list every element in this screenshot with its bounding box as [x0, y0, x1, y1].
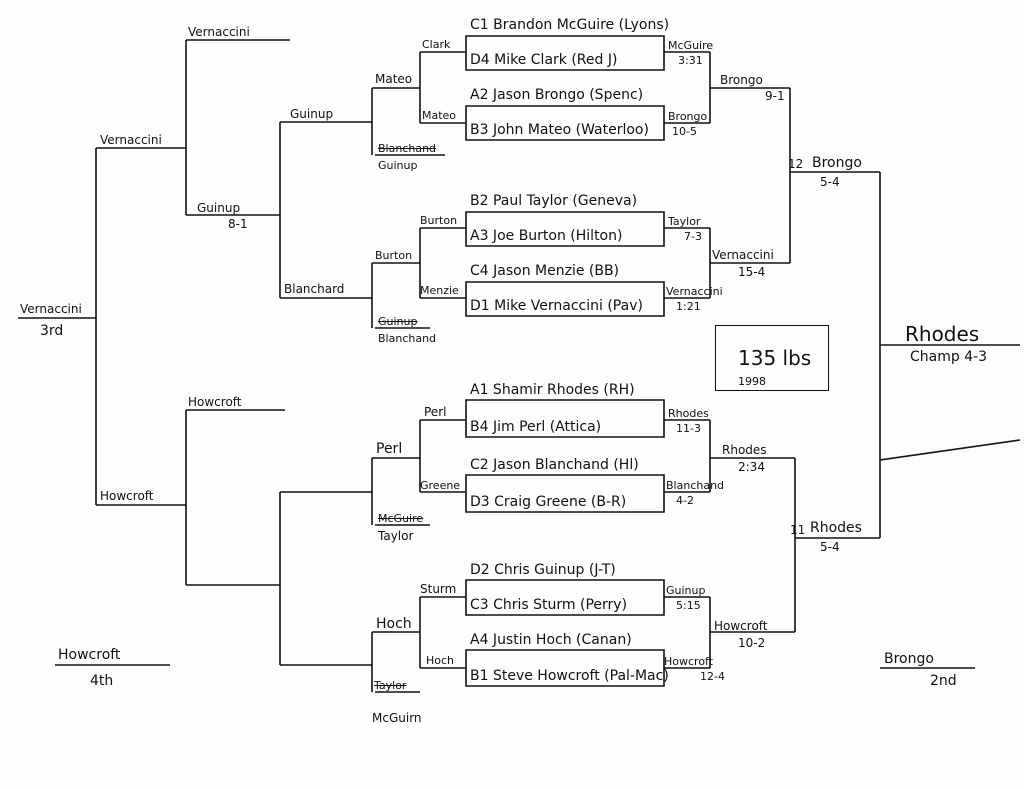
fourth-place-name: Howcroft	[58, 647, 121, 663]
entrant: B3 John Mateo (Waterloo)	[470, 122, 649, 138]
consolation-name: Hoch	[376, 616, 412, 632]
qf-score: 11-3	[676, 422, 701, 435]
consolation-name: Burton	[375, 249, 413, 262]
qf-score: 4-2	[676, 494, 694, 507]
drop-in-name: McGuirn	[372, 711, 422, 725]
consolation-name: Vernaccini	[100, 133, 162, 147]
consolation-name: Menzie	[420, 284, 459, 297]
consolation-name: Howcroft	[100, 489, 154, 503]
consolation-name: Greene	[420, 479, 461, 492]
qf-winner: Rhodes	[668, 407, 709, 420]
entrant: A3 Joe Burton (Hilton)	[470, 228, 623, 244]
qf-winner: Taylor	[668, 215, 701, 228]
consolation-name: Hoch	[426, 654, 455, 667]
entrant: A1 Shamir Rhodes (RH)	[470, 382, 635, 398]
drop-in-name: Guinup	[378, 159, 418, 172]
consolation-lines	[18, 39, 975, 693]
fourth-place-label: 4th	[90, 673, 114, 689]
third-place-label: 3rd	[40, 323, 64, 339]
qf-score: 10-5	[672, 125, 697, 138]
entrant: A2 Jason Brongo (Spenc)	[470, 87, 644, 103]
final-score: 5-4	[820, 540, 840, 554]
sf-score: 15-4	[738, 265, 766, 279]
crossed-out-name: Taylor	[374, 679, 407, 692]
entrant: D3 Craig Greene (B-R)	[470, 494, 627, 510]
entrant: C2 Jason Blanchand (Hl)	[470, 457, 639, 473]
consolation-name: Howcroft	[188, 395, 242, 409]
sf-score: 2:34	[738, 460, 765, 474]
qf-score: 12-4	[700, 670, 725, 683]
weight-class-box	[715, 325, 829, 391]
consolation-name: Perl	[376, 441, 403, 457]
qf-score: 5:15	[676, 599, 701, 612]
year: 1998	[738, 375, 766, 388]
qf-score: 7-3	[684, 230, 702, 243]
final-score: 5-4	[820, 175, 840, 189]
qf-winner: Guinup	[666, 584, 706, 597]
final-seed: 11	[790, 523, 806, 537]
consolation-name: Clark	[422, 38, 451, 51]
consolation-name: Vernaccini	[188, 25, 250, 39]
consolation-score: 8-1	[228, 217, 248, 231]
consolation-name: Burton	[420, 214, 458, 227]
qf-winner: Howcroft	[664, 655, 714, 668]
finalist: Rhodes	[810, 520, 862, 536]
third-place-name: Vernaccini	[20, 302, 82, 316]
second-place-label: 2nd	[930, 673, 957, 689]
qf-score: 3:31	[678, 54, 703, 67]
entrant: B2 Paul Taylor (Geneva)	[470, 193, 638, 209]
consolation-name: Blanchard	[284, 282, 345, 296]
entrant: D1 Mike Vernaccini (Pav)	[470, 298, 643, 314]
champion-label: Champ 4-3	[910, 349, 988, 365]
sf-score: 10-2	[738, 636, 766, 650]
finalist: Brongo	[812, 155, 862, 171]
weight-class: 135 lbs	[738, 346, 812, 370]
entrant: C3 Chris Sturm (Perry)	[470, 597, 628, 613]
sf-winner: Vernaccini	[712, 248, 774, 262]
championship-round1-lines	[465, 35, 1021, 687]
sf-winner: Howcroft	[714, 619, 768, 633]
entrant: C4 Jason Menzie (BB)	[470, 263, 620, 279]
consolation-name: Mateo	[375, 72, 413, 86]
sf-winner: Brongo	[720, 73, 763, 87]
consolation-name: Guinup	[290, 107, 334, 121]
qf-score: 1:21	[676, 300, 701, 313]
consolation-name: Sturm	[420, 582, 457, 596]
entrant: C1 Brandon McGuire (Lyons)	[470, 17, 670, 33]
crossed-out-name: McGuire	[378, 512, 424, 525]
drop-in-name: Taylor	[378, 529, 414, 543]
qf-winner: Vernaccini	[666, 285, 723, 298]
qf-winner: Blanchand	[666, 479, 725, 492]
champion-name: Rhodes	[905, 322, 980, 346]
final-seed: 12	[788, 157, 804, 171]
crossed-out-name: Guinup	[378, 315, 418, 328]
sf-score: 9-1	[765, 89, 785, 103]
entrant: D2 Chris Guinup (J-T)	[470, 562, 616, 578]
drop-in-name: Blanchand	[378, 332, 437, 345]
crossed-out-name: Blanchand	[378, 142, 437, 155]
entrant: B1 Steve Howcroft (Pal-Mac)	[470, 668, 669, 684]
consolation-name: Perl	[424, 405, 447, 419]
qf-winner: McGuire	[668, 39, 714, 52]
consolation-name: Mateo	[422, 109, 457, 122]
sf-winner: Rhodes	[722, 443, 767, 457]
qf-winner: Brongo	[668, 110, 708, 123]
consolation-winner: Guinup	[197, 201, 241, 215]
entrant: B4 Jim Perl (Attica)	[470, 419, 602, 435]
second-place-name: Brongo	[884, 651, 934, 667]
entrant: D4 Mike Clark (Red J)	[470, 52, 618, 68]
entrant: A4 Justin Hoch (Canan)	[470, 632, 632, 648]
